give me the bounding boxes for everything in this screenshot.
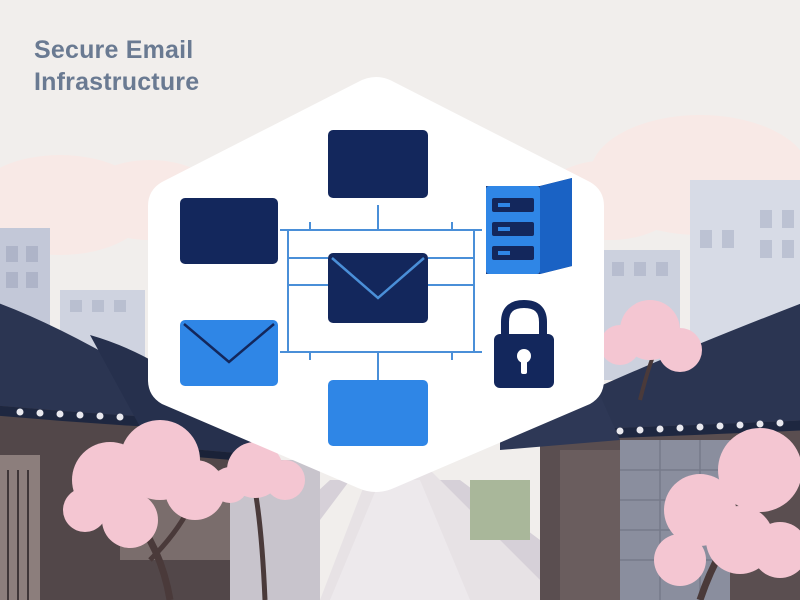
blossom-trees	[63, 300, 800, 600]
mail-block-icon	[328, 130, 428, 198]
connector-network	[280, 205, 482, 380]
padlock-icon	[494, 299, 554, 388]
title-line-1: Secure Email	[34, 36, 194, 64]
title-line-2: Infrastructure	[34, 68, 200, 96]
mail-block-icon	[180, 198, 278, 264]
mail-block-icon	[328, 380, 428, 446]
server-icon	[486, 178, 572, 274]
envelope-icon	[328, 253, 428, 323]
page-title: Secure Email Infrastructure	[34, 34, 199, 98]
envelope-icon	[180, 320, 278, 386]
